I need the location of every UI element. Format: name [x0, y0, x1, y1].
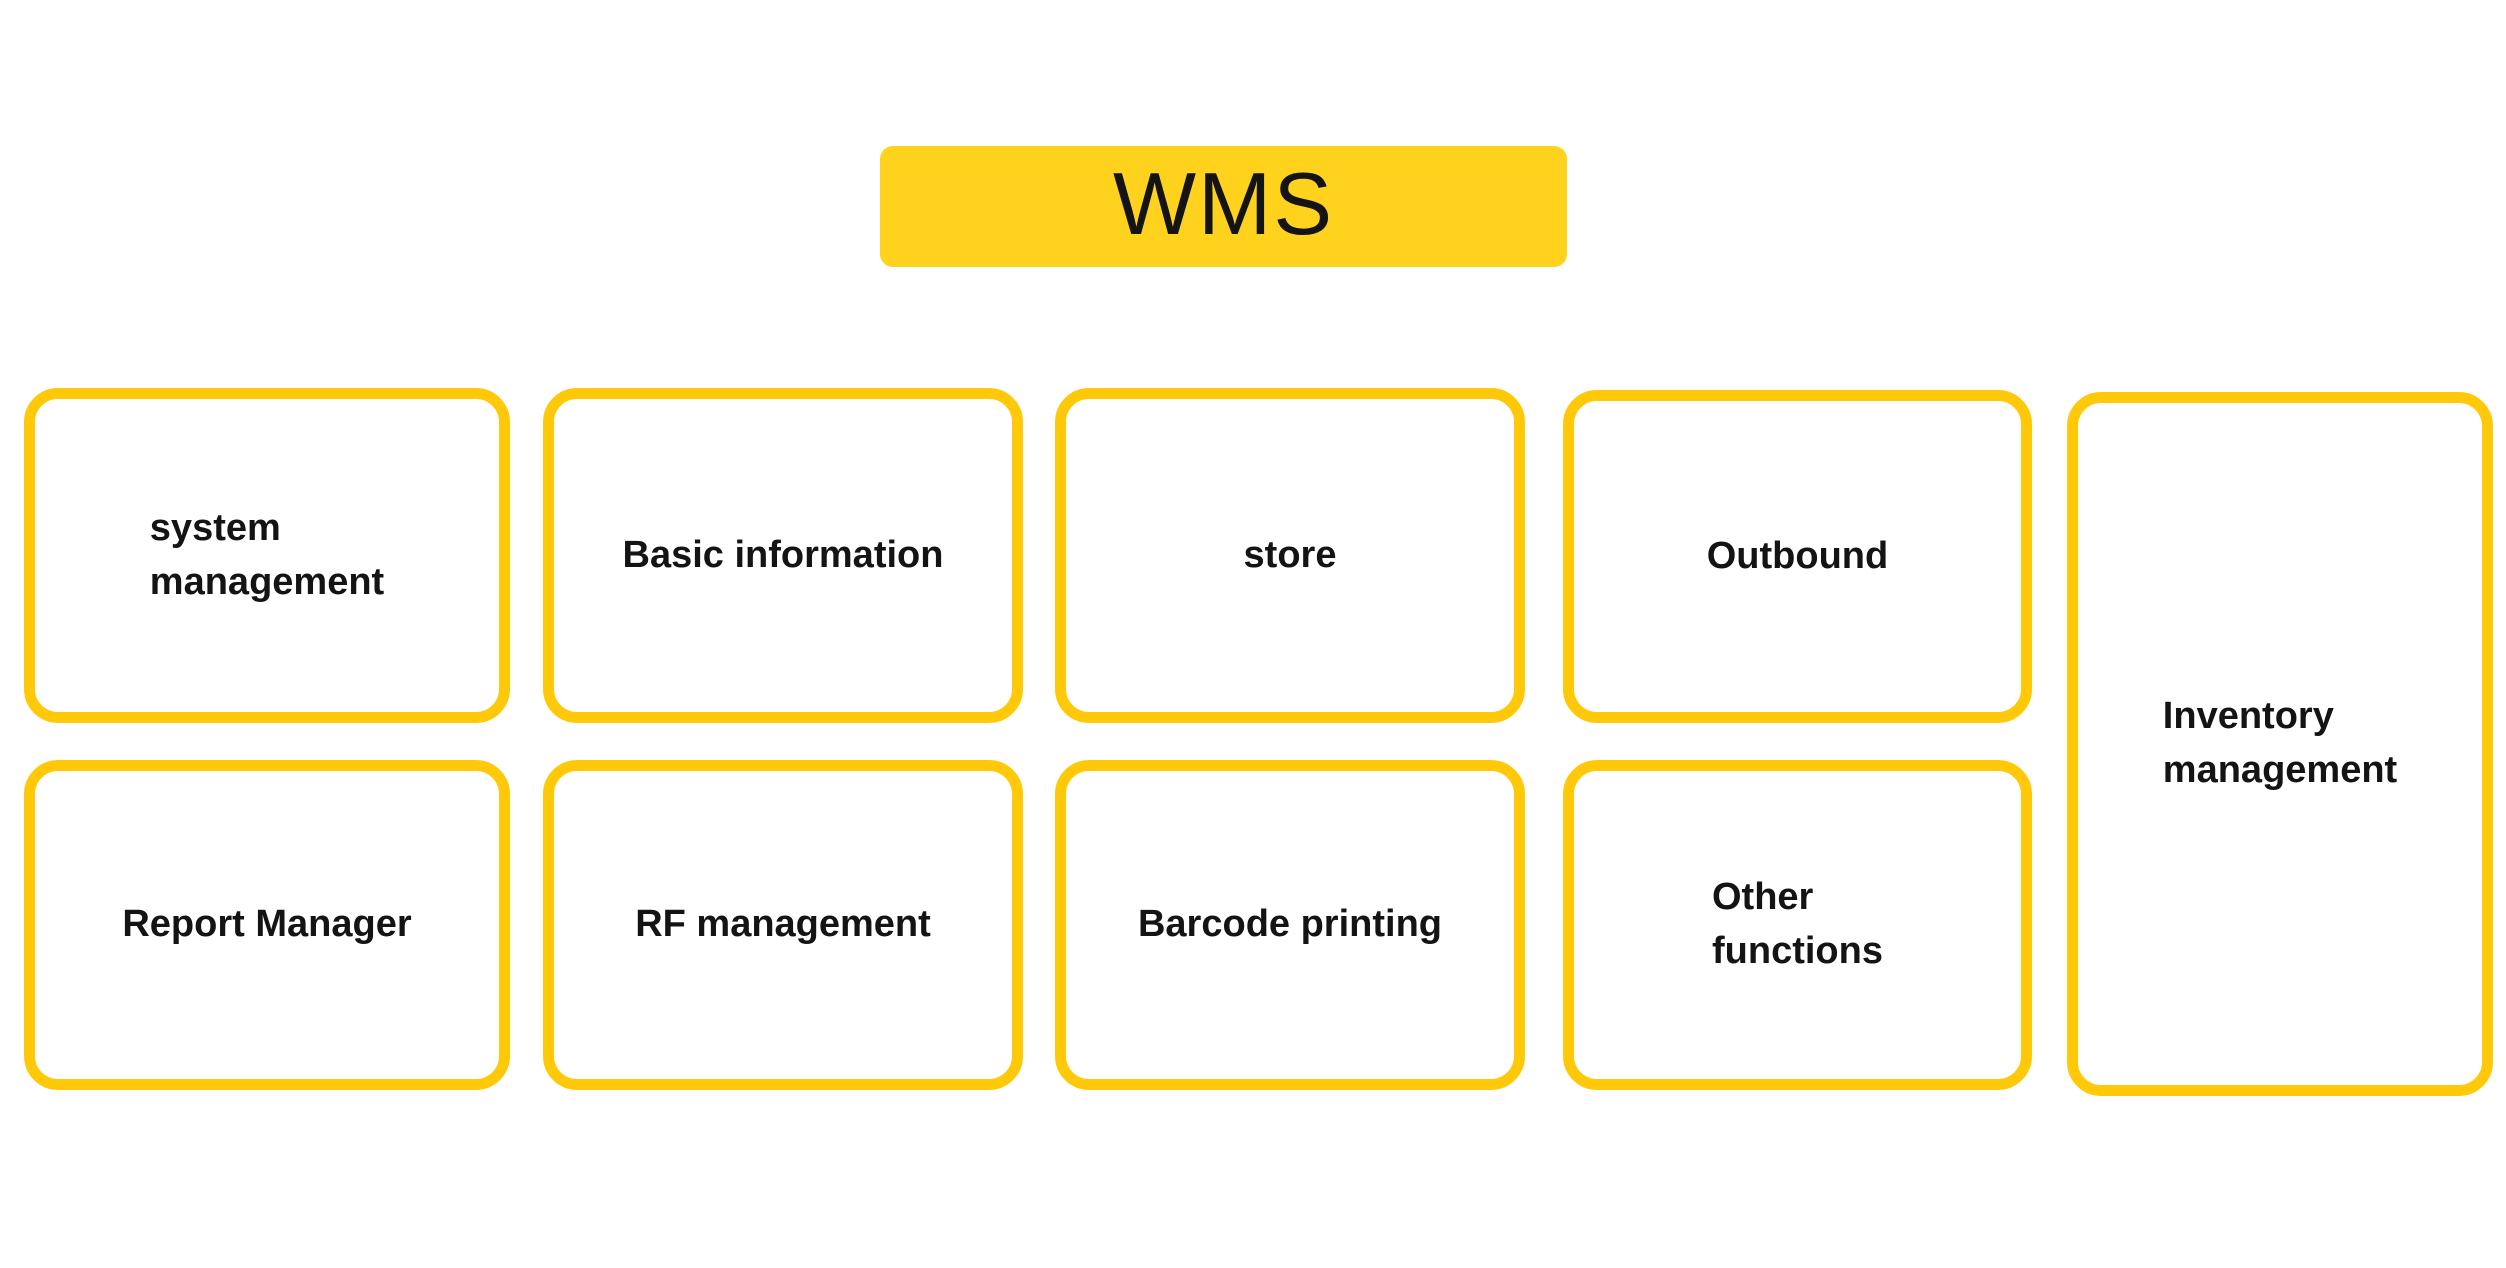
card-inventory-management: Inventory management [2067, 392, 2493, 1096]
card-rf-management: RF management [543, 760, 1023, 1090]
card-system-management: system management [24, 388, 510, 723]
wms-title: WMS [1112, 153, 1335, 253]
card-label: Report Manager [122, 903, 412, 946]
card-label: Other functions [1712, 876, 1883, 972]
card-other-functions: Other functions [1563, 760, 2032, 1090]
card-report-manager: Report Manager [24, 760, 510, 1090]
card-store: store [1055, 388, 1525, 723]
wms-header-shape: WMS [880, 146, 1567, 267]
card-barcode-printing: Barcode printing [1055, 760, 1525, 1090]
card-label: Barcode printing [1137, 903, 1443, 946]
card-label: RF management [635, 903, 931, 946]
card-label: system management [149, 506, 385, 603]
card-basic-information: Basic information [543, 388, 1023, 723]
card-label: Inventory management [2162, 695, 2398, 791]
card-label: Outbound [1706, 534, 1889, 577]
card-label: Basic information [622, 533, 944, 576]
card-outbound: Outbound [1563, 390, 2032, 723]
card-label: store [1243, 533, 1337, 576]
